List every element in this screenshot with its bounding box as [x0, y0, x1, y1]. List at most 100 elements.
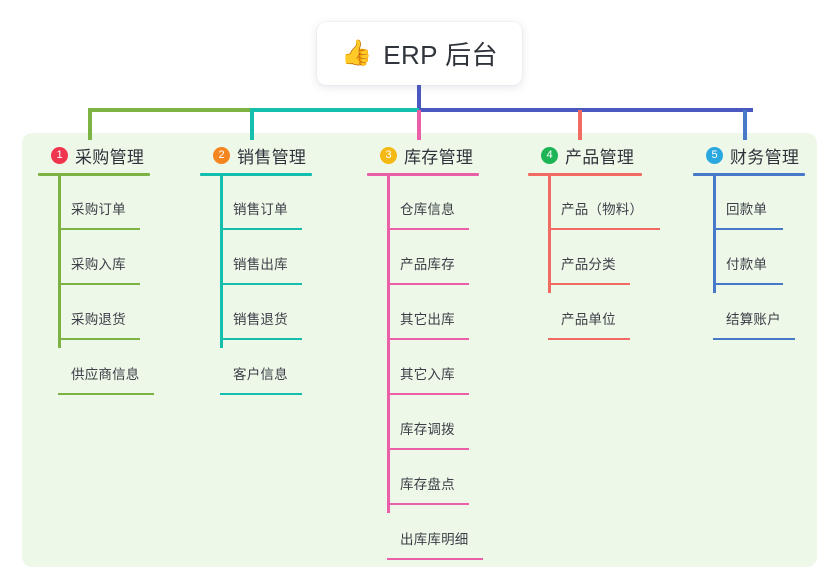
leaf-item-rule	[713, 338, 795, 340]
leaf-item[interactable]: 客户信息	[200, 341, 350, 396]
drop-connector-3	[417, 110, 421, 140]
leaf-item-rule	[713, 283, 783, 285]
leaf-item-rule	[220, 283, 302, 285]
leaf-item-rule	[387, 283, 469, 285]
root-node[interactable]: 👍 ERP 后台	[317, 22, 522, 85]
leaf-item[interactable]: 产品单位	[528, 286, 688, 341]
leaf-item-label: 供应商信息	[71, 367, 140, 382]
column-items: 销售订单销售出库销售退货客户信息	[200, 176, 350, 396]
column-spine	[713, 176, 716, 293]
leaf-item[interactable]: 销售订单	[200, 176, 350, 231]
column-underline	[200, 173, 312, 176]
leaf-item[interactable]: 结算账户	[693, 286, 839, 341]
leaf-item[interactable]: 其它入库	[367, 341, 517, 396]
leaf-item-rule	[220, 338, 302, 340]
column-spine	[387, 176, 390, 513]
leaf-item-label: 销售订单	[233, 202, 288, 217]
leaf-item-rule	[548, 338, 630, 340]
column-1: 1 采购管理采购订单采购入库采购退货供应商信息	[38, 143, 188, 396]
leaf-item[interactable]: 销售出库	[200, 231, 350, 286]
leaf-item-rule	[58, 338, 140, 340]
column-3: 3 库存管理仓库信息产品库存其它出库其它入库库存调拨库存盘点出库库明细	[367, 143, 517, 561]
leaf-item[interactable]: 产品库存	[367, 231, 517, 286]
leaf-item-rule	[387, 228, 469, 230]
column-items: 回款单付款单结算账户	[693, 176, 839, 341]
column-items: 仓库信息产品库存其它出库其它入库库存调拨库存盘点出库库明细	[367, 176, 517, 561]
leaf-item-label: 销售出库	[233, 257, 288, 272]
leaf-item-rule	[548, 228, 660, 230]
diagram-background-panel	[22, 133, 817, 567]
leaf-item-rule	[58, 283, 140, 285]
column-header-5[interactable]: 5 财务管理	[693, 143, 839, 167]
leaf-item-rule	[58, 228, 140, 230]
leaf-item-rule	[387, 338, 469, 340]
column-underline	[528, 173, 642, 176]
column-title: 财务管理	[730, 147, 800, 167]
leaf-item[interactable]: 采购入库	[38, 231, 188, 286]
column-index-badge: 4	[541, 146, 558, 164]
column-items: 采购订单采购入库采购退货供应商信息	[38, 176, 188, 396]
column-index-badge: 3	[380, 146, 397, 164]
column-spine	[220, 176, 223, 348]
leaf-item-label: 产品库存	[400, 257, 455, 272]
leaf-item-label: 销售退货	[233, 312, 288, 327]
root-node-label: ERP 后台	[383, 40, 498, 70]
column-title: 库存管理	[404, 147, 474, 167]
leaf-item-rule	[713, 228, 783, 230]
bus-segment-1	[88, 108, 250, 112]
leaf-item[interactable]: 采购订单	[38, 176, 188, 231]
leaf-item[interactable]: 回款单	[693, 176, 839, 231]
column-index-badge: 1	[51, 146, 68, 164]
leaf-item[interactable]: 库存调拨	[367, 396, 517, 451]
root-vertical-connector	[417, 85, 421, 110]
column-title: 销售管理	[237, 147, 307, 167]
leaf-item[interactable]: 销售退货	[200, 286, 350, 341]
leaf-item-rule	[220, 228, 302, 230]
column-underline	[693, 173, 805, 176]
column-spine	[548, 176, 551, 293]
leaf-item-rule	[58, 393, 154, 395]
leaf-item-label: 其它入库	[400, 367, 455, 382]
leaf-item-rule	[387, 503, 469, 505]
leaf-item-rule	[387, 393, 469, 395]
leaf-item-label: 其它出库	[400, 312, 455, 327]
column-items: 产品（物料） 产品分类产品单位	[528, 176, 688, 341]
leaf-item-label: 采购订单	[71, 202, 126, 217]
leaf-item-label: 回款单	[726, 202, 768, 217]
leaf-item-label: 产品分类	[561, 257, 616, 272]
leaf-item-label: 产品单位	[561, 312, 616, 327]
leaf-item[interactable]: 供应商信息	[38, 341, 188, 396]
column-index-badge: 5	[706, 146, 723, 164]
leaf-item[interactable]: 出库库明细	[367, 506, 517, 561]
leaf-item-label: 出库库明细	[400, 532, 469, 547]
leaf-item-label: 采购入库	[71, 257, 126, 272]
drop-connector-1	[88, 110, 92, 140]
leaf-item-rule	[387, 558, 483, 560]
leaf-item[interactable]: 付款单	[693, 231, 839, 286]
leaf-item-rule	[387, 448, 469, 450]
leaf-item[interactable]: 采购退货	[38, 286, 188, 341]
leaf-item[interactable]: 库存盘点	[367, 451, 517, 506]
bus-segment-2	[250, 108, 419, 112]
leaf-item-rule	[548, 283, 630, 285]
leaf-item[interactable]: 其它出库	[367, 286, 517, 341]
leaf-item-label: 仓库信息	[400, 202, 455, 217]
column-spine	[58, 176, 61, 348]
leaf-item[interactable]: 仓库信息	[367, 176, 517, 231]
column-header-1[interactable]: 1 采购管理	[38, 143, 188, 167]
column-title: 采购管理	[75, 147, 145, 167]
leaf-item[interactable]: 产品分类	[528, 231, 688, 286]
leaf-item-label: 采购退货	[71, 312, 126, 327]
leaf-item-label: 库存盘点	[400, 477, 455, 492]
drop-connector-2	[250, 110, 254, 140]
leaf-item[interactable]: 产品（物料）	[528, 176, 688, 231]
column-header-3[interactable]: 3 库存管理	[367, 143, 517, 167]
drop-connector-4	[578, 110, 582, 140]
bus-segment-3	[419, 108, 753, 112]
column-underline	[367, 173, 479, 176]
leaf-item-label: 结算账户	[726, 312, 781, 327]
